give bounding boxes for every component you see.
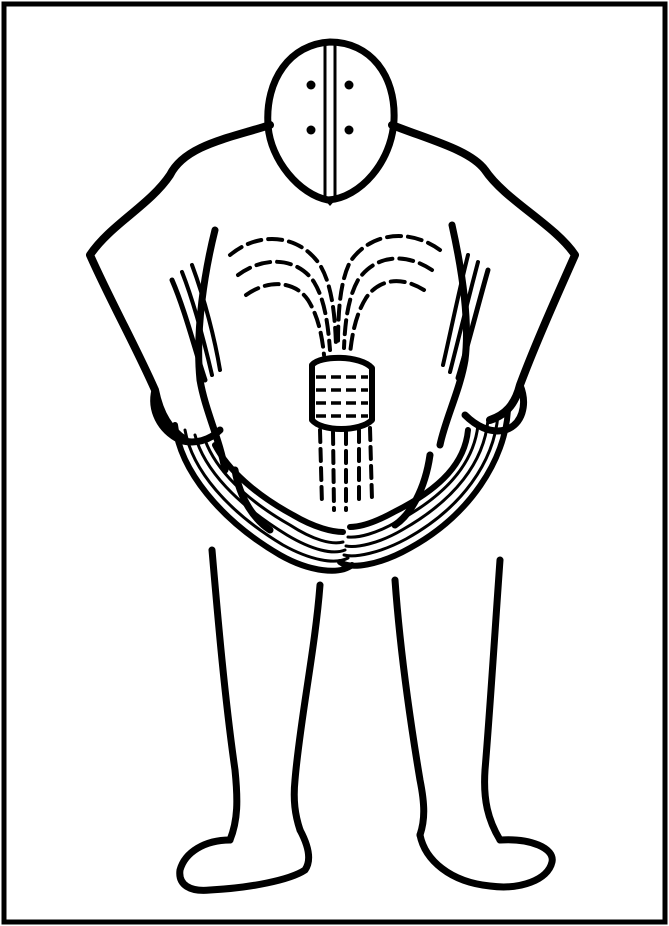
rope-knot-wrap-icon [312, 358, 372, 429]
right-boot-icon [420, 835, 552, 887]
dashed-rope-tails-icon [320, 428, 372, 510]
right-leg [395, 560, 500, 840]
left-rope-coil-icon [175, 425, 352, 571]
left-boot-icon [180, 830, 309, 890]
dashed-rope-fountain-icon [230, 236, 440, 355]
head-mask-icon [268, 42, 394, 206]
left-leg [212, 550, 320, 840]
